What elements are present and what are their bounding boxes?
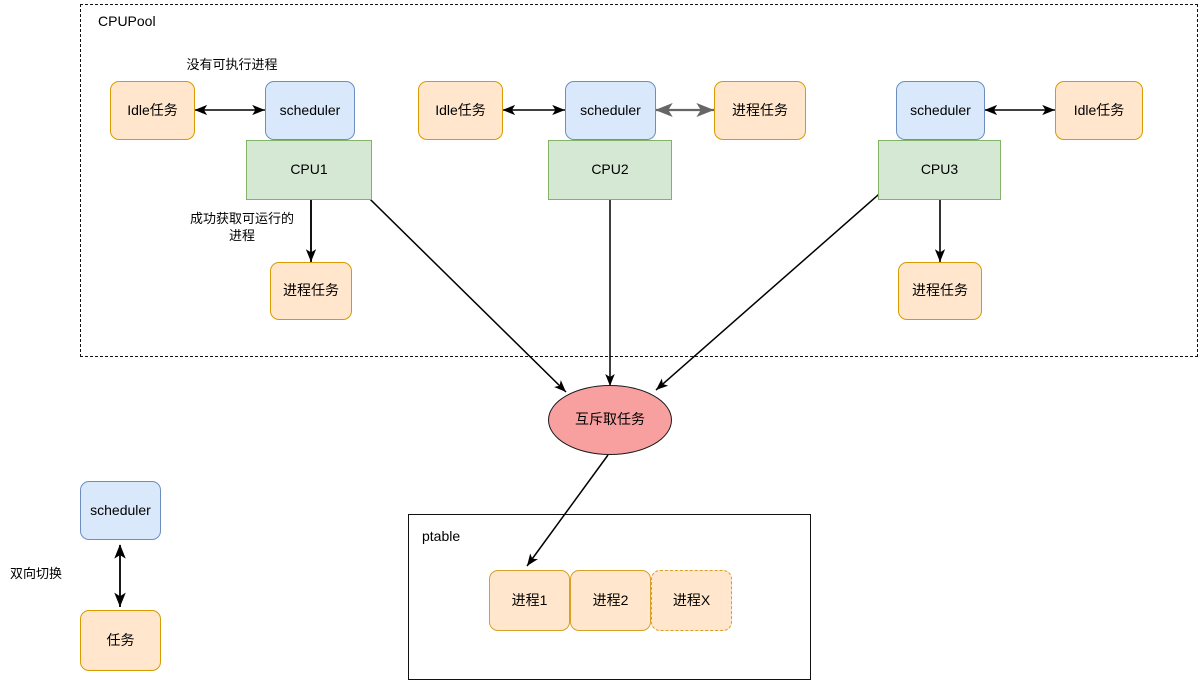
cpupool-group-label: CPUPool <box>98 13 156 29</box>
cpu1-idle-edge-label: 没有可执行进程 <box>186 57 278 72</box>
ptable-group-label: ptable <box>422 528 461 544</box>
cpu2-scheduler[interactable]: scheduler <box>565 81 656 140</box>
cpu2-box: CPU2 <box>548 140 672 200</box>
cpu2-idle-task[interactable]: Idle任务 <box>418 81 503 140</box>
cpu2-process-task[interactable]: 进程任务 <box>714 81 806 140</box>
ptable-process-x[interactable]: 进程X <box>651 570 732 631</box>
legend-relation-label: 双向切换 <box>10 566 63 581</box>
cpu1-scheduler[interactable]: scheduler <box>265 81 355 140</box>
cpupool-group <box>80 4 1198 357</box>
cpu1-process-edge-label: 成功获取可运行的进程 <box>189 211 294 243</box>
ptable-group <box>408 514 811 680</box>
cpu3-process-task[interactable]: 进程任务 <box>898 262 982 320</box>
cpu1-box: CPU1 <box>246 140 372 200</box>
cpu3-scheduler[interactable]: scheduler <box>896 81 985 140</box>
legend-scheduler-box: scheduler <box>80 481 161 540</box>
cpu1-idle-task[interactable]: Idle任务 <box>110 81 195 140</box>
ptable-process-1[interactable]: 进程1 <box>489 570 570 631</box>
ptable-process-2[interactable]: 进程2 <box>570 570 651 631</box>
cpu3-idle-task[interactable]: Idle任务 <box>1055 81 1143 140</box>
cpu1-process-task[interactable]: 进程任务 <box>270 262 352 320</box>
mutex-fetch-task-node[interactable]: 互斥取任务 <box>548 385 672 455</box>
legend-task-box: 任务 <box>80 610 161 671</box>
cpu3-box: CPU3 <box>878 140 1001 200</box>
